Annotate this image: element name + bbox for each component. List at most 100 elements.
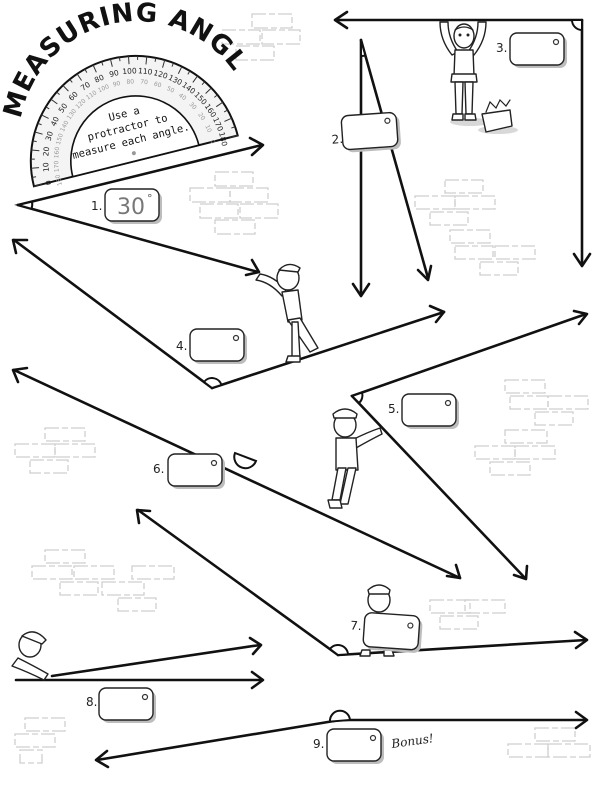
protractor-inner-label: 160 — [53, 146, 61, 158]
protractor-tick — [145, 56, 148, 65]
answer-box-1[interactable]: 1. 30 ° — [91, 188, 162, 224]
angle-1 — [14, 136, 265, 277]
protractor-outer-label: 120 — [152, 68, 168, 81]
protractor-outer-label: 40 — [49, 115, 61, 128]
angle-8 — [14, 636, 265, 690]
protractor-inner-label: 70 — [140, 78, 149, 86]
protractor-tick — [215, 101, 224, 108]
protractor-tick — [32, 140, 37, 143]
protractor-inner-label: 30 — [187, 101, 197, 111]
answer-box-3[interactable]: 3. — [496, 32, 567, 68]
protractor-inner-label: 80 — [126, 78, 134, 86]
angle-2 — [351, 38, 433, 298]
protractor-tick — [201, 81, 206, 86]
protractor-outer-label: 90 — [108, 68, 120, 79]
protractor-inner-label: 40 — [177, 92, 187, 102]
protractor-tick — [56, 91, 60, 96]
worker-hanging-illustration — [439, 21, 518, 134]
angle-7-arc — [328, 643, 350, 657]
protractor-tick — [118, 57, 121, 62]
protractor-tick — [205, 87, 212, 94]
worker-pointing-illustration — [255, 263, 319, 363]
protractor-tick — [224, 117, 232, 122]
brick-pattern-top-right — [414, 179, 536, 276]
answer-box-6[interactable]: 6. — [153, 453, 225, 489]
protractor-outer-label: 20 — [41, 146, 51, 157]
angle-2-arc — [360, 39, 367, 58]
protractor-tick — [162, 59, 166, 68]
brick-pattern-top-center — [221, 13, 301, 61]
protractor-inner-label: 170 — [53, 160, 61, 172]
angle-5 — [350, 309, 589, 581]
answer-box-8[interactable]: 8. — [86, 687, 156, 723]
problem-9-label: 9. — [313, 737, 324, 751]
protractor-inner-label: 50 — [165, 85, 175, 95]
angle-6-arc — [233, 451, 258, 470]
problem-7-label: 7. — [350, 618, 362, 633]
angle-6 — [11, 366, 462, 580]
protractor-tick — [84, 68, 88, 73]
protractor-tick — [31, 167, 40, 169]
bonus-label: Bonus! — [389, 731, 434, 751]
brick-pattern-left-mid — [14, 427, 96, 474]
protractor-inner-label: 10 — [203, 124, 213, 134]
answer-box-2[interactable]: 2. — [330, 111, 401, 154]
protractor-tick — [187, 70, 191, 75]
protractor-tick — [192, 75, 198, 83]
problem-8-label: 8. — [86, 695, 97, 709]
angle-4-arc — [202, 377, 223, 390]
angle-3-arc — [570, 19, 583, 32]
problem-5-label: 5. — [388, 402, 399, 416]
brick-pattern-right-mid — [474, 379, 589, 476]
answer-box-7[interactable]: 7. — [349, 611, 423, 653]
answer-box-4[interactable]: 4. — [176, 328, 247, 364]
protractor-tick — [213, 94, 218, 98]
protractor-inner-label: 60 — [153, 81, 162, 90]
protractor-tick — [62, 85, 69, 92]
problem-1-answer: 30 — [117, 195, 145, 220]
protractor-ticks — [30, 55, 238, 187]
protractor-outer-label: 100 — [122, 66, 137, 76]
worker-leaning-illustration — [327, 408, 383, 509]
protractor-inner-label: 0 — [209, 139, 217, 145]
protractor-tick — [32, 176, 37, 178]
protractor-tick — [41, 114, 49, 119]
problem-4-label: 4. — [176, 339, 187, 353]
angle-7 — [135, 508, 589, 657]
protractor-tick — [154, 57, 157, 62]
protractor-center-point — [131, 151, 136, 156]
worker-crouching-illustration — [11, 631, 49, 681]
answer-box-9[interactable]: 9. — [313, 728, 384, 764]
problem-6-label: 6. — [153, 462, 164, 476]
brick-pattern-bottom-right — [507, 727, 591, 758]
protractor-tick — [45, 106, 50, 110]
brick-decorations — [14, 13, 591, 764]
protractor-inner-label: 140 — [59, 119, 70, 133]
angle-1-arc — [14, 200, 34, 211]
protractor-tick — [33, 183, 42, 187]
protractor-tick — [69, 79, 73, 83]
protractor-tick — [109, 58, 113, 67]
protractor-tick — [101, 61, 104, 66]
protractor-outer-label: 110 — [138, 66, 153, 76]
angle-3 — [333, 10, 592, 268]
answer-box-5[interactable]: 5. — [388, 393, 459, 429]
protractor-tick — [30, 158, 35, 160]
problem-2-label: 2. — [331, 132, 343, 147]
protractor-tick — [177, 66, 183, 74]
protractor-tick — [229, 135, 238, 138]
protractor-window — [70, 95, 200, 178]
brick-pattern-bottom-left — [14, 717, 66, 764]
problem-3-label: 3. — [496, 41, 507, 55]
protractor-tick — [171, 62, 174, 67]
protractor-tick — [76, 73, 82, 81]
angle-9-arc — [328, 709, 352, 723]
protractor-tick — [127, 56, 130, 65]
problem-1-label: 1. — [91, 199, 102, 213]
protractor-outer-label: 0 — [43, 179, 53, 186]
protractor-tick — [34, 131, 43, 135]
brick-pattern-lower-right — [429, 599, 506, 630]
protractor-inner-label: 90 — [112, 80, 121, 89]
